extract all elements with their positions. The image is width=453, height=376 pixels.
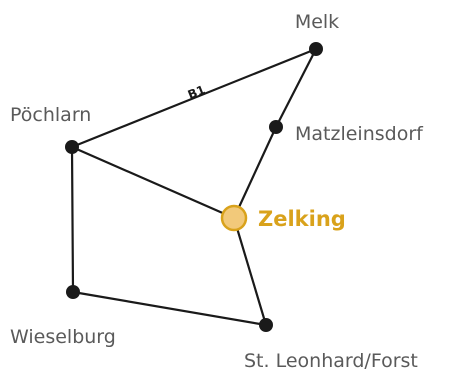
town-label-melk: Melk [295,11,339,33]
road-network [70,47,318,327]
town-label-poechlarn: Pöchlarn [10,104,91,126]
road-wieselburg-st-leonhard [71,290,268,327]
road-label-b1: B1 [186,83,207,103]
town-marker-wieselburg [66,285,80,299]
town-label-matzleinsdorf: Matzleinsdorf [295,123,424,145]
town-labels: Melk Matzleinsdorf Pöchlarn Wieselburg S… [10,11,424,372]
town-label-st-leonhard: St. Leonhard/Forst [244,350,418,372]
town-marker-zelking [220,204,248,232]
town-markers [65,42,323,332]
road-zelking-st-leonhard [232,216,268,327]
town-label-zelking: Zelking [258,207,346,231]
town-label-wieselburg: Wieselburg [10,326,116,348]
town-marker-matzleinsdorf [269,120,283,134]
town-marker-st-leonhard [259,318,273,332]
town-marker-poechlarn [65,140,79,154]
road-melk-matzleinsdorf [274,47,318,129]
road-matzleinsdorf-zelking [232,125,278,220]
town-marker-melk [309,42,323,56]
road-poechlarn-zelking [70,145,236,220]
road-b1 [70,47,318,149]
road-poechlarn-wieselburg [70,145,75,294]
